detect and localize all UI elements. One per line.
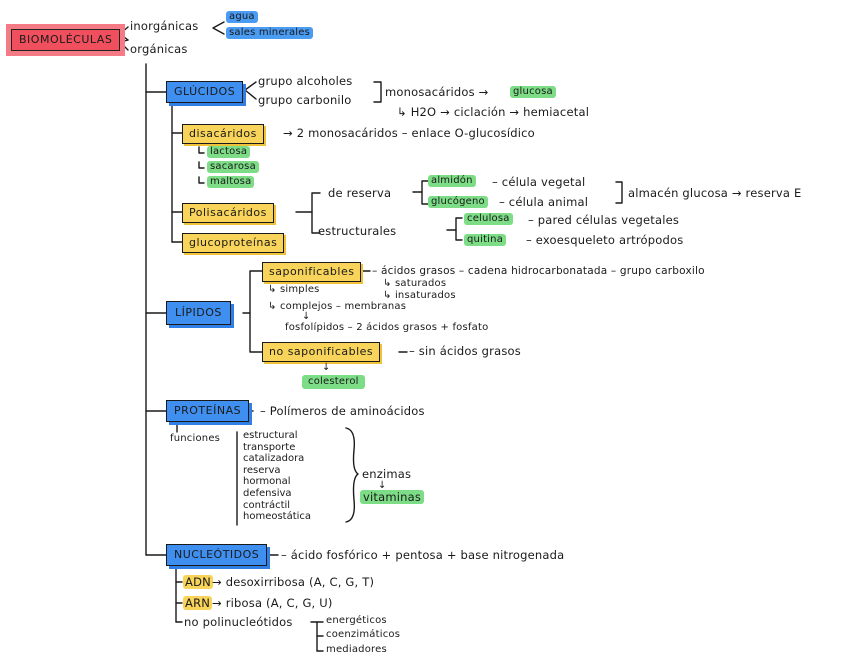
saponificables-desc: – ácidos grasos – cadena hidrocarbonatad…: [372, 265, 705, 277]
ciclacion-text: ↳ H2O → ciclación → hemiacetal: [397, 105, 590, 119]
inorganicas-label: inorgánicas: [130, 19, 199, 33]
disacaridos-node: disacáridos: [182, 124, 264, 144]
insaturados: ↳ insaturados: [383, 290, 456, 301]
disacaridos-desc: → 2 monosacáridos – enlace O-glucosídico: [283, 126, 535, 140]
biomoleculas-node: BIOMOLÉCULAS: [11, 29, 121, 51]
vitaminas-highlight: vitaminas: [360, 490, 425, 504]
arn-label: ARN: [183, 596, 213, 610]
proteinas-desc: – Polímeros de aminoácidos: [260, 404, 425, 418]
root-fork: [119, 26, 129, 41]
saponificables-node: saponificables: [262, 262, 362, 282]
funcion-item: homeostática: [243, 511, 312, 523]
saturados: ↳ saturados: [383, 278, 447, 289]
organicas-label: orgánicas: [130, 42, 188, 56]
complejos-arrow: ↓: [302, 311, 311, 322]
grupo-alcoholes: grupo alcoholes: [258, 74, 353, 88]
no-saponificables-node: no saponificables: [262, 342, 381, 362]
adn-desc: → desoxirribosa (A, C, G, T): [212, 575, 375, 589]
proteinas-node: PROTEÍNAS: [166, 400, 250, 422]
almidon-desc: – célula vegetal: [492, 175, 586, 189]
monosacaridos-label: monosacáridos →: [385, 85, 489, 99]
funcion-item: hormonal: [243, 476, 291, 488]
no-saponificables-desc: – sin ácidos grasos: [409, 344, 521, 358]
mediadores-item: mediadores: [326, 644, 387, 655]
funciones-list: estructural transporte catalizadora rese…: [243, 430, 311, 523]
glucogeno-item: glucógeno: [428, 196, 488, 208]
colesterol-highlight: colesterol: [302, 375, 365, 389]
glucogeno-desc: – célula animal: [499, 195, 589, 209]
enzimas-label: enzimas: [362, 467, 412, 481]
no-polinucleotidos: no polinucleótidos: [184, 615, 293, 629]
polisacaridos-node: Polisacáridos: [182, 203, 274, 223]
sacarosa-item: sacarosa: [207, 161, 259, 173]
lipidos-node: LÍPIDOS: [166, 301, 231, 325]
energeticos-item: energéticos: [326, 615, 387, 626]
glucosa-highlight: glucosa: [510, 86, 556, 98]
simples: ↳ simples: [268, 284, 320, 295]
funcion-item: contráctil: [243, 499, 291, 511]
reserva-note: almacén glucosa → reserva E: [628, 186, 802, 200]
lactosa-item: lactosa: [207, 146, 251, 158]
nucleotidos-desc: – ácido fosfórico + pentosa + base nitro…: [281, 548, 565, 562]
glucidos-node: GLÚCIDOS: [166, 81, 244, 103]
enzimas-arrow: ↓: [378, 480, 387, 491]
quitina-desc: – exoesqueleto artrópodos: [526, 233, 684, 247]
funcion-item: transporte: [243, 441, 296, 453]
celulosa-item: celulosa: [464, 213, 513, 225]
complejos: ↳ complejos – membranas: [268, 301, 407, 312]
funcion-item: estructural: [243, 430, 298, 441]
colesterol-arrow: ↓: [322, 362, 331, 373]
quitina-item: quitina: [464, 234, 507, 246]
glucoproteinas-node: glucoproteínas: [182, 233, 285, 253]
almidon-item: almidón: [428, 175, 476, 187]
funcion-item: defensiva: [243, 487, 292, 499]
fosfolipidos: fosfolípidos – 2 ácidos grasos + fosfato: [285, 322, 489, 333]
estructurales-label: estructurales: [318, 224, 397, 238]
grupo-carbonilo: grupo carbonilo: [258, 93, 352, 107]
adn-label: ADN: [183, 575, 213, 589]
sales-minerales-item: sales minerales: [226, 27, 314, 39]
inorganic-fork: [212, 21, 225, 35]
coenzimaticos-item: coenzimáticos: [326, 629, 401, 640]
de-reserva-label: de reserva: [328, 186, 392, 200]
arn-desc: → ribosa (A, C, G, U): [212, 596, 333, 610]
funcion-item: catalizadora: [243, 453, 305, 465]
agua-item: agua: [226, 11, 258, 23]
nucleotidos-node: NUCLEÓTIDOS: [166, 544, 268, 566]
funcion-item: reserva: [243, 464, 281, 476]
maltosa-item: maltosa: [207, 176, 255, 188]
celulosa-desc: – pared células vegetales: [528, 213, 680, 227]
funciones-label: funciones: [170, 433, 221, 444]
